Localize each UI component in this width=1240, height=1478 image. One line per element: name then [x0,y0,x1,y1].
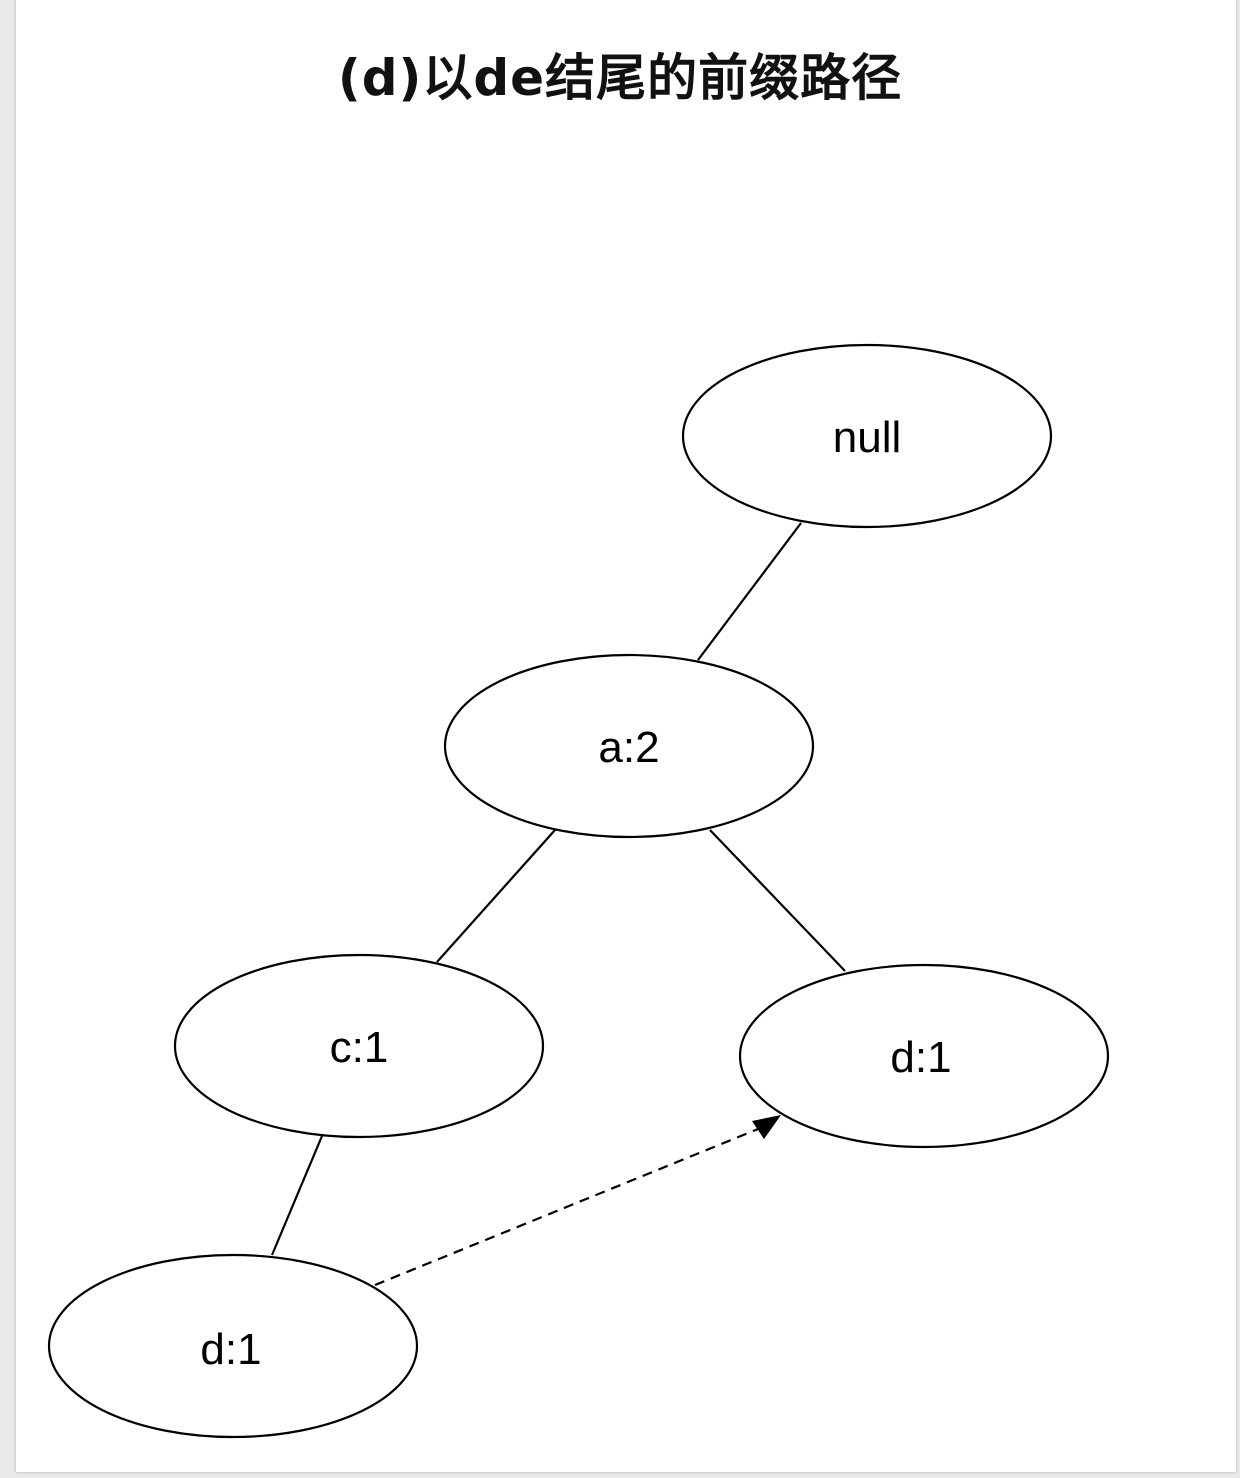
node-a: a:2 [443,653,815,839]
diagram-title: (d)以de结尾的前缀路径 [337,49,903,107]
edge-d-bottom-d-right-dashed [374,1125,764,1287]
node-root: null [681,343,1053,529]
edge-a-c [436,829,556,963]
node-d-right: d:1 [738,963,1110,1149]
node-a-label: a:2 [598,723,659,772]
node-d-right-label: d:1 [890,1033,951,1082]
node-c-label: c:1 [330,1023,389,1072]
edge-a-d-right [709,829,846,972]
node-root-label: null [833,413,902,462]
node-d-bottom-label: d:1 [200,1325,261,1374]
edge-c-d-bottom [270,1135,324,1256]
node-d-bottom: d:1 [47,1253,419,1439]
arrowhead-icon [752,1115,781,1139]
node-c: c:1 [173,953,545,1139]
edge-root-a [697,522,802,661]
